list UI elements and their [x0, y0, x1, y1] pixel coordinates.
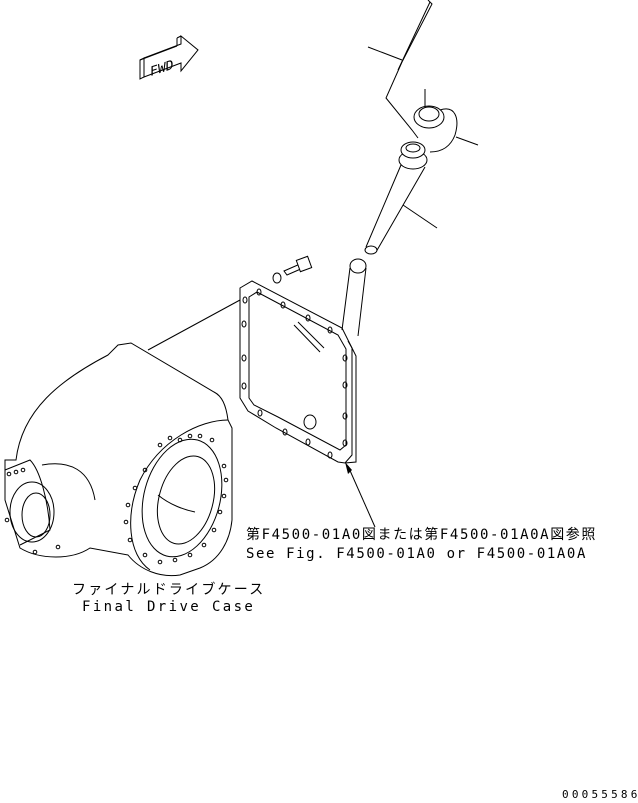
cover-plate — [239, 258, 367, 464]
bolt — [283, 255, 313, 276]
part-label-en: Final Drive Case — [82, 599, 256, 615]
reference-note-jp: 第F4500-01A0図または第F4500-01A0A図参照 — [246, 527, 598, 543]
reference-arrow — [345, 462, 376, 528]
final-drive-case — [4, 342, 233, 577]
forward-arrow-icon: FWD — [139, 34, 199, 80]
washer — [272, 272, 282, 284]
filler-tube — [364, 141, 438, 255]
reference-note-en: See Fig. F4500-01A0 or F4500-01A0A — [246, 546, 587, 562]
figure-id: 00055586 — [562, 788, 638, 801]
leader-line — [147, 299, 241, 351]
fwd-label: FWD — [150, 58, 173, 80]
dipstick — [367, 0, 433, 139]
part-label-jp: ファイナルドライブケース — [72, 582, 266, 598]
filler-cap — [413, 89, 479, 153]
